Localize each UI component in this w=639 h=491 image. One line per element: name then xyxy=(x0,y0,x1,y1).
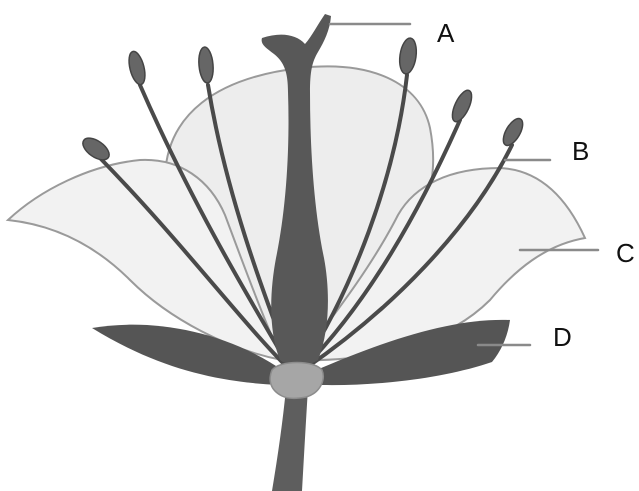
anther-5 xyxy=(448,88,475,125)
stem xyxy=(272,388,308,491)
receptacle xyxy=(270,363,323,399)
anther-2 xyxy=(126,50,148,86)
label-c: C xyxy=(616,238,635,268)
anther-6 xyxy=(499,116,526,149)
anther-1 xyxy=(79,134,113,164)
anther-3 xyxy=(197,46,214,83)
anther-4 xyxy=(398,37,419,75)
label-b: B xyxy=(572,136,589,166)
label-a: A xyxy=(437,18,455,48)
label-d: D xyxy=(553,322,572,352)
